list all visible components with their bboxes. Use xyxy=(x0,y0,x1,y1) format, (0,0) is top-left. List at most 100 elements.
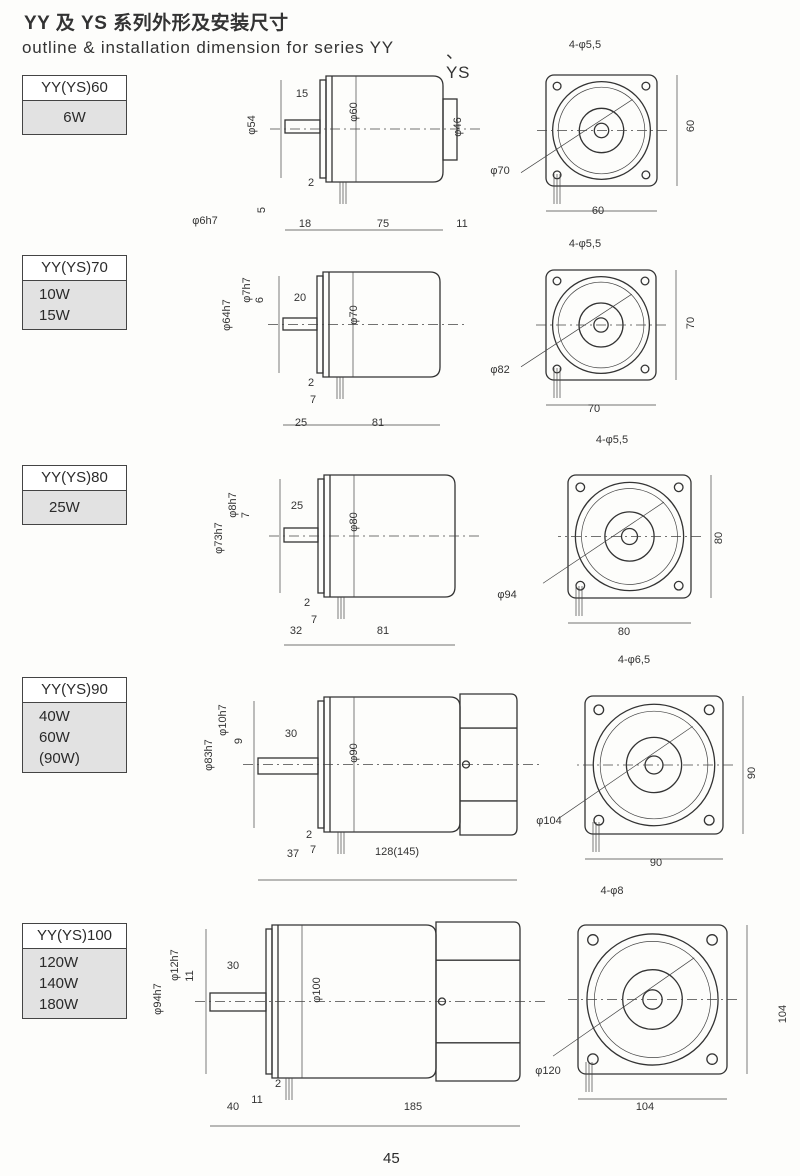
model-name: YY(YS)80 xyxy=(23,466,126,491)
motor-body xyxy=(323,474,456,598)
model-name: YY(YS)90 xyxy=(23,678,126,703)
mounting-hole-icon xyxy=(587,1053,599,1065)
mounting-hole-icon xyxy=(641,170,651,180)
dimension-label: φ83h7 xyxy=(203,739,215,771)
power-rating: 40W xyxy=(39,708,70,725)
dimension-label: 4-φ8 xyxy=(600,885,623,897)
mounting-hole-icon xyxy=(706,1053,718,1065)
boss-circle xyxy=(625,736,683,794)
mounting-hole-icon xyxy=(575,482,586,493)
dimension-label: 20 xyxy=(294,292,306,304)
dimension-label: 15 xyxy=(296,88,308,100)
dimension-label: 9 xyxy=(233,738,245,744)
model-name: YY(YS)100 xyxy=(23,924,126,949)
dimension-label: φ8h7 xyxy=(227,492,239,518)
dimension-label: 2 xyxy=(275,1078,281,1090)
dimension-label: 4-φ5,5 xyxy=(569,39,601,51)
dimension-label: φ94 xyxy=(497,589,516,601)
dimension-label: 80 xyxy=(618,626,630,638)
dimension-label: 7 xyxy=(310,394,316,406)
model-label-box-90: YY(YS)90 40W 60W (90W) xyxy=(22,677,127,773)
mounting-hole-icon xyxy=(593,704,605,716)
model-label-box-80: YY(YS)80 25W xyxy=(22,465,127,525)
power-rating: 120W xyxy=(39,954,79,971)
dimension-label: φ80 xyxy=(348,512,360,531)
power-list: 40W 60W (90W) xyxy=(23,703,126,772)
dimension-label: 4-φ5,5 xyxy=(569,238,601,250)
power-rating: 140W xyxy=(39,975,79,992)
mounting-hole-icon xyxy=(575,580,586,591)
power-rating: 15W xyxy=(39,307,70,324)
model-name: YY(YS)70 xyxy=(23,256,126,281)
dimension-label: φ6h7 xyxy=(192,215,218,227)
page-number: 45 xyxy=(383,1150,400,1167)
dimension-label: φ12h7 xyxy=(169,949,181,981)
power-list: 120W 140W 180W xyxy=(23,949,126,1018)
dimension-label: 7 xyxy=(310,844,316,856)
dimension-label: 18 xyxy=(299,218,311,230)
outer-circle xyxy=(586,933,719,1066)
dimension-label: 37 xyxy=(287,848,299,860)
motor-body xyxy=(325,75,444,183)
dimension-label: 30 xyxy=(227,960,239,972)
dimension-label: 70 xyxy=(588,403,600,415)
diameter-leader xyxy=(552,957,695,1057)
dimension-label: φ82 xyxy=(490,364,509,376)
dimension-label: φ100 xyxy=(311,977,323,1003)
rear-cap xyxy=(442,98,458,161)
dimension-label: φ70 xyxy=(490,165,509,177)
power-list: 25W xyxy=(23,491,126,524)
gearbox-cover xyxy=(459,693,518,836)
shaft xyxy=(209,992,267,1012)
mounting-hole-icon xyxy=(706,934,718,946)
dimension-label: 2 xyxy=(308,177,314,189)
power-rating: 180W xyxy=(39,996,79,1013)
dimension-label: 11 xyxy=(456,218,467,230)
dimension-label: 2 xyxy=(306,829,312,841)
power-rating: 10W xyxy=(39,286,70,303)
front-view: 4-φ5,5 70 70 φ82 xyxy=(490,238,697,415)
dimension-label: φ64h7 xyxy=(221,299,233,331)
dimension-label: 60 xyxy=(592,205,604,217)
dimension-label: 4-φ6,5 xyxy=(618,654,650,666)
dimension-label: 32 xyxy=(290,625,302,637)
model-label-box-60: YY(YS)60 6W xyxy=(22,75,127,135)
power-list: 10W 15W xyxy=(23,281,126,329)
outer-circle xyxy=(592,703,716,827)
shaft xyxy=(282,317,318,331)
mounting-hole-icon xyxy=(552,81,562,91)
dimension-label: φ10h7 xyxy=(217,704,229,736)
shaft xyxy=(257,757,319,775)
subtitle-text: outline & installation dimension for ser… xyxy=(22,38,394,57)
dimension-label: φ120 xyxy=(535,1065,561,1077)
dimension-label: φ90 xyxy=(348,743,360,762)
shaft-end xyxy=(593,317,609,333)
dimension-label: 70 xyxy=(685,317,697,329)
front-view: 4-φ5,5 60 60 φ70 xyxy=(490,39,697,217)
shaft xyxy=(284,119,321,134)
power-rating: (90W) xyxy=(39,750,80,767)
dimension-label: 30 xyxy=(285,728,297,740)
power-rating: 25W xyxy=(49,499,80,516)
diameter-leader xyxy=(559,726,693,818)
page-title: YY 及 YS 系列外形及安装尺寸 xyxy=(24,13,289,34)
dimension-label: 128(145) xyxy=(375,846,419,858)
mounting-hole-icon xyxy=(673,580,684,591)
motor-body xyxy=(322,271,441,378)
model-name: YY(YS)60 xyxy=(23,76,126,101)
dimension-label: φ73h7 xyxy=(213,522,225,554)
dimension-label: 75 xyxy=(377,218,389,230)
dimension-label: 185 xyxy=(404,1101,422,1113)
mounting-hole-icon xyxy=(552,276,562,286)
dimension-label: 60 xyxy=(685,120,697,132)
diameter-leader xyxy=(542,501,665,584)
